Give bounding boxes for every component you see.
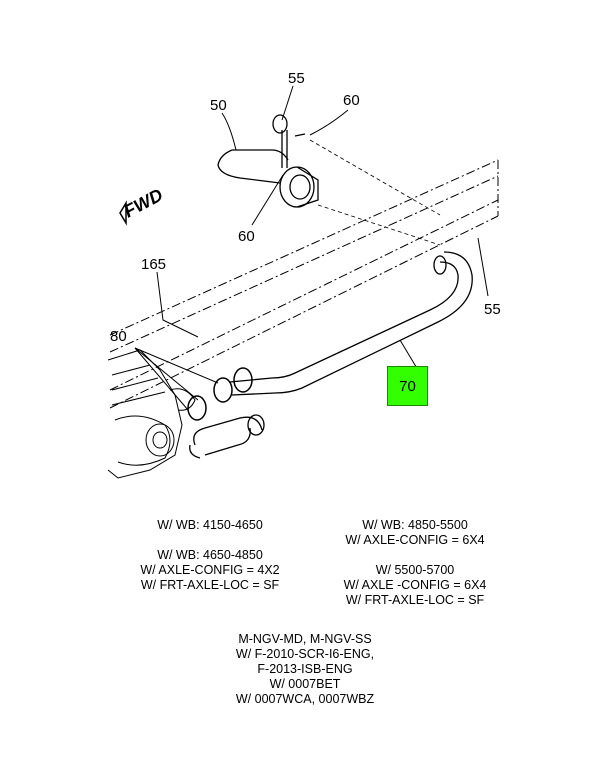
callout-80: 80 bbox=[110, 328, 127, 345]
callout-50: 50 bbox=[210, 97, 227, 114]
callout-60-top: 60 bbox=[343, 92, 360, 109]
tailpipe-assembly bbox=[217, 114, 319, 208]
fwd-arrow-icon bbox=[119, 200, 127, 226]
notes-bottom: M-NGV-MD, M-NGV-SS W/ F-2010-SCR-I6-ENG,… bbox=[195, 632, 415, 707]
notes-right: W/ WB: 4850-5500 W/ AXLE-CONFIG = 6X4 W/… bbox=[320, 518, 510, 608]
note-line: F-2013-ISB-ENG bbox=[257, 662, 353, 676]
note-line: W/ FRT-AXLE-LOC = SF bbox=[140, 578, 280, 592]
note-line: W/ 0007WCA, 0007WBZ bbox=[235, 692, 375, 706]
note-line: W/ F-2010-SCR-I6-ENG, bbox=[235, 647, 375, 661]
note-line: W/ WB: 4850-5500 bbox=[362, 518, 468, 532]
note-line: W/ AXLE-CONFIG = 6X4 bbox=[345, 533, 485, 547]
note-line: M-NGV-MD, M-NGV-SS bbox=[238, 632, 372, 646]
note-gap bbox=[120, 533, 300, 548]
callout-165: 165 bbox=[141, 256, 166, 273]
callout-55-right: 55 bbox=[484, 301, 501, 318]
note-line: W/ WB: 4150-4650 bbox=[157, 518, 263, 532]
note-line: W/ 5500-5700 bbox=[375, 563, 455, 577]
leader-lines bbox=[134, 85, 489, 411]
pipe-clamps bbox=[187, 367, 253, 421]
callout-55-top: 55 bbox=[288, 70, 305, 87]
note-line: W/ WB: 4650-4850 bbox=[157, 548, 263, 562]
note-line: W/ 0007BET bbox=[269, 677, 341, 691]
note-line: W/ AXLE-CONFIG = 4X2 bbox=[140, 563, 280, 577]
elbow-pipe bbox=[189, 414, 265, 459]
parts-diagram: FWD bbox=[107, 70, 501, 479]
frame-rail bbox=[109, 159, 499, 409]
notes-left: W/ WB: 4150-4650 W/ WB: 4650-4850 W/ AXL… bbox=[120, 518, 300, 593]
exhaust-pipe bbox=[229, 251, 473, 396]
note-gap bbox=[320, 548, 510, 563]
engine-assembly bbox=[107, 349, 196, 479]
tailpipe-outline-dashes bbox=[309, 139, 441, 246]
note-line: W/ AXLE -CONFIG = 6X4 bbox=[343, 578, 487, 592]
note-line: W/ FRT-AXLE-LOC = SF bbox=[345, 593, 485, 607]
callout-70-highlight[interactable]: 70 bbox=[387, 366, 428, 406]
callout-60-bottom: 60 bbox=[238, 228, 255, 245]
fwd-label: FWD bbox=[120, 185, 166, 222]
